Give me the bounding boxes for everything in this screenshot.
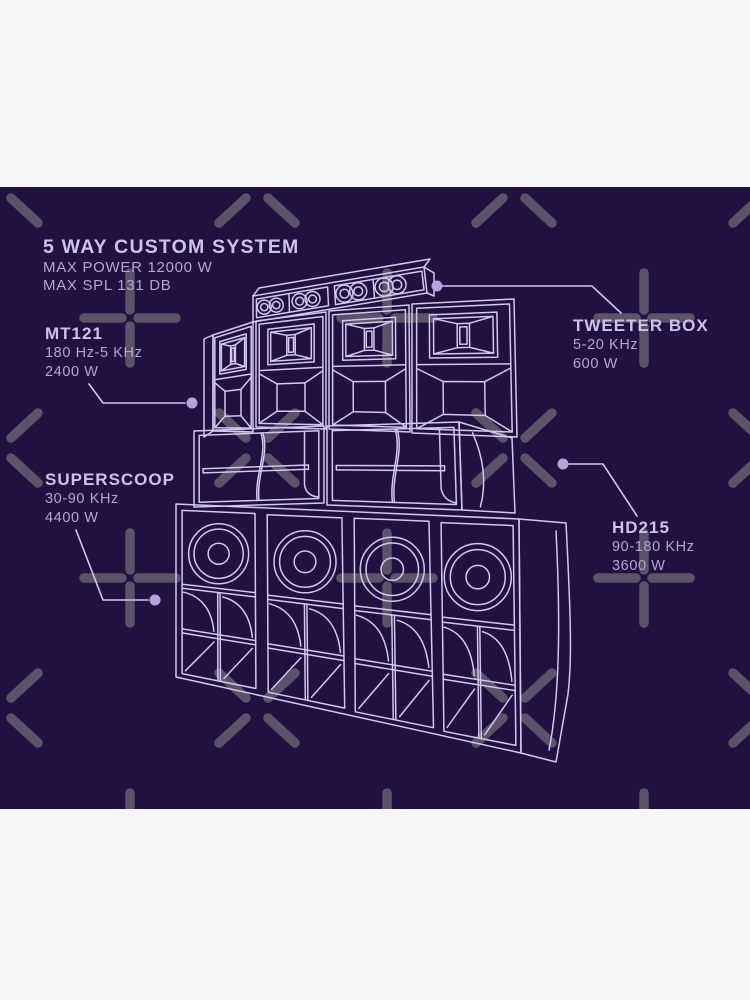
component-freq: 5-20 KHz	[573, 337, 639, 353]
label-mt121: MT121 180 Hz-5 KHz 2400 W	[45, 323, 142, 382]
label-superscoop: SUPERSCOOP 30-90 KHz 4400 W	[45, 469, 175, 528]
system-max-power: MAX POWER 12000 W	[43, 259, 213, 276]
speaker-stack	[175, 258, 572, 763]
leader-lines	[75, 280, 638, 606]
component-freq: 180 Hz-5 KHz	[45, 345, 143, 361]
watermark-layer	[6, 193, 750, 809]
component-power: 4400 W	[45, 510, 99, 526]
component-freq: 30-90 KHz	[45, 491, 119, 507]
component-name: HD215	[612, 518, 670, 537]
system-max-spl: MAX SPL 131 DB	[43, 276, 172, 294]
artwork-panel	[0, 187, 750, 809]
component-freq: 90-180 KHz	[612, 539, 695, 555]
speaker-stack-diagram	[6, 193, 750, 809]
component-power: 2400 W	[45, 364, 99, 380]
label-hd215: HD215 90-180 KHz 3600 W	[612, 517, 695, 576]
label-tweeter-box: TWEETER BOX 5-20 KHz 600 W	[573, 315, 709, 374]
component-power: 600 W	[573, 356, 618, 372]
system-title: 5 WAY CUSTOM SYSTEM	[43, 236, 300, 258]
component-name: SUPERSCOOP	[45, 470, 175, 489]
component-power: 3600 W	[612, 558, 666, 574]
component-name: MT121	[45, 324, 103, 343]
system-title-block: 5 WAY CUSTOM SYSTEM MAX POWER 12000 W MA…	[43, 236, 300, 294]
component-name: TWEETER BOX	[573, 316, 709, 335]
